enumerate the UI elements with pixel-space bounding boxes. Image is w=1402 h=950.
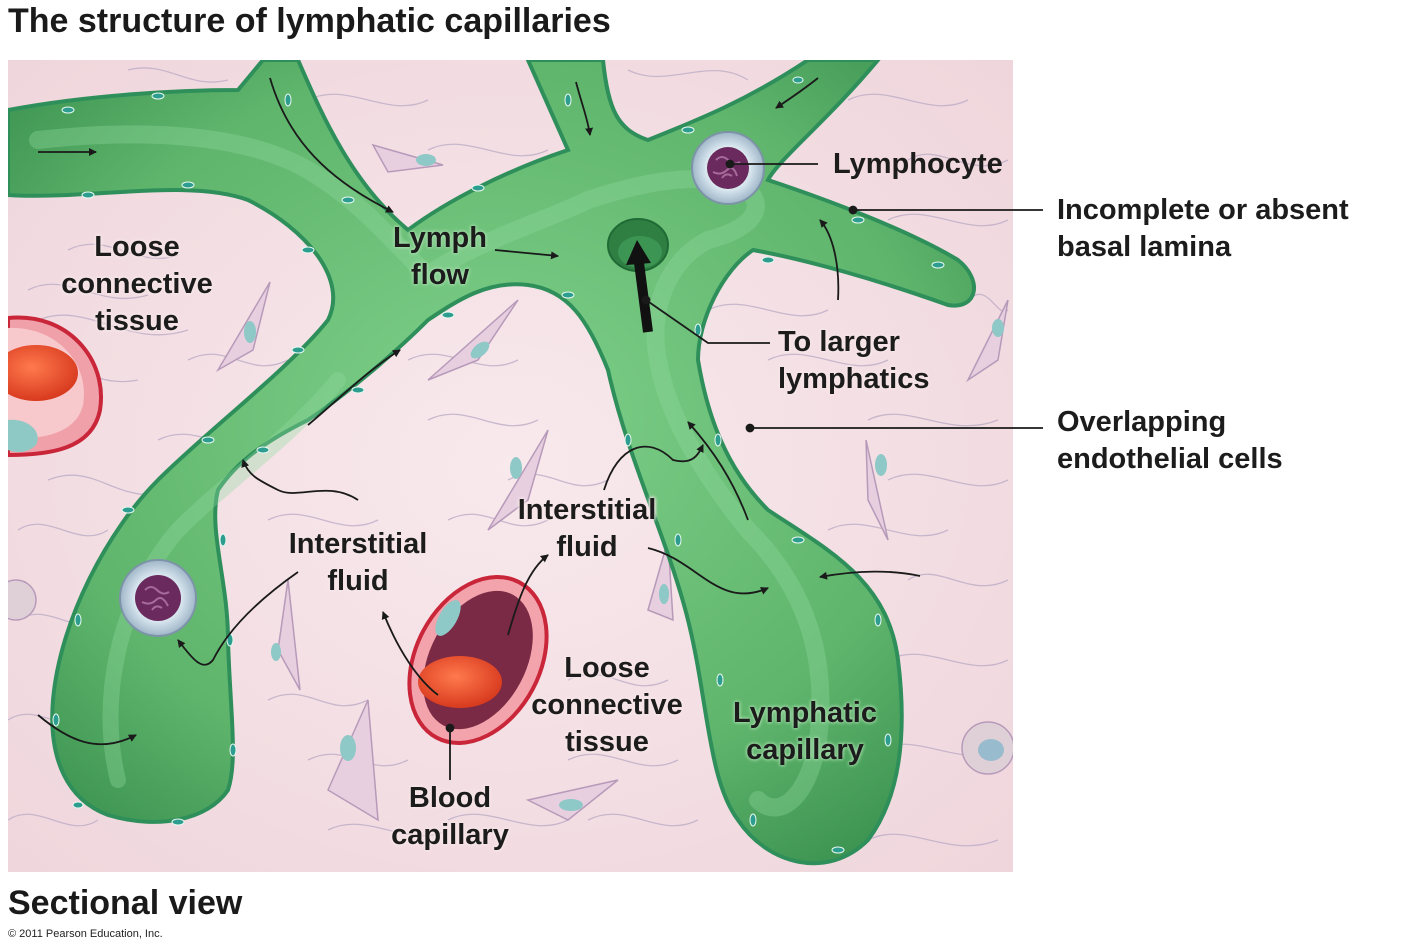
fibroblast (865, 439, 889, 541)
label-basal-lamina: Incomplete or absent basal lamina (1057, 194, 1349, 263)
label-lymphocyte: Lymphocyte (833, 148, 1003, 180)
fibroblast (271, 579, 301, 691)
view-caption: Sectional view (8, 884, 243, 922)
label-loose-connective-tissue-center: Loose connective tissue (531, 652, 683, 758)
fibroblast (327, 699, 379, 822)
endothelial-cells (52, 76, 945, 854)
label-lymph-flow: Lymph flow (393, 222, 487, 291)
outer-leader-lines (1013, 209, 1043, 429)
lymphocyte-lower (119, 559, 197, 637)
label-overlapping-endothelial-cells: Overlapping endothelial cells (1057, 406, 1283, 475)
fibroblast (8, 579, 37, 621)
fibroblast (215, 281, 271, 373)
fibroblast (966, 299, 1009, 383)
to-larger-lymphatics-arrow (626, 240, 653, 333)
copyright-notice: © 2011 Pearson Education, Inc. (8, 928, 163, 940)
label-to-larger-lymphatics: To larger lymphatics (778, 326, 930, 395)
lymphatic-capillary-illustration (8, 60, 1013, 872)
fibroblast-cells (8, 143, 1013, 822)
page-title: The structure of lymphatic capillaries (8, 2, 611, 40)
fibroblast (487, 429, 549, 531)
label-interstitial-fluid-left: Interstitial fluid (288, 528, 428, 597)
fibroblast (427, 299, 519, 381)
fibroblast (525, 779, 619, 821)
fibroblast (647, 539, 674, 622)
label-blood-capillary: Blood capillary (391, 782, 509, 851)
label-lymphatic-capillary: Lymphatic capillary (733, 697, 877, 766)
blood-vessel-left (8, 315, 103, 458)
lymphocyte-upper (691, 131, 765, 205)
fibroblast (371, 143, 444, 173)
fibroblast (961, 721, 1013, 775)
label-interstitial-fluid-center: Interstitial fluid (517, 494, 657, 563)
leader-lines (445, 159, 1013, 780)
flow-arrows (37, 77, 921, 746)
label-loose-connective-tissue-left: Loose connective tissue (61, 231, 213, 337)
